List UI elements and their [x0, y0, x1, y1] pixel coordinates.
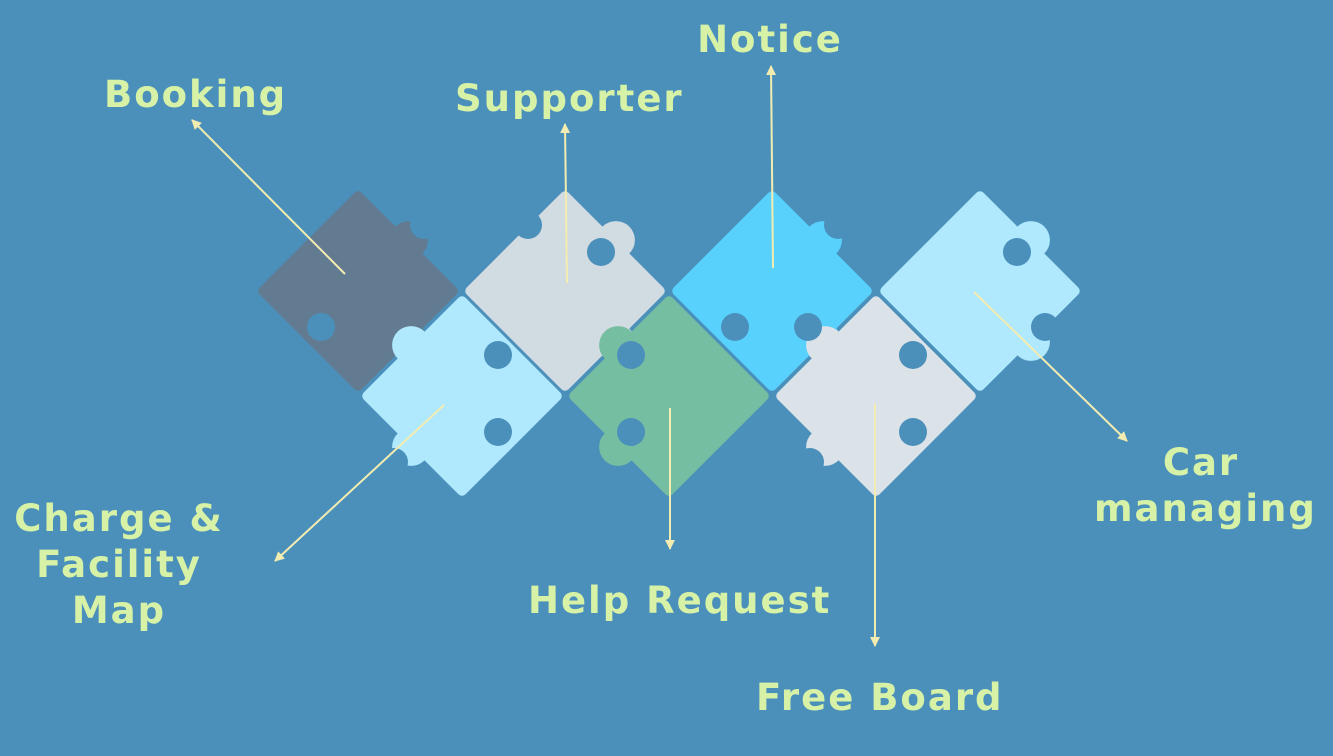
- supporter-arrow: [560, 123, 571, 284]
- notice-label: Notice: [697, 18, 843, 61]
- arrows: [191, 65, 1128, 647]
- piece-sockets: [278, 211, 1059, 476]
- charge-facility-label: Charge & Facility Map: [14, 496, 224, 634]
- supporter-label: Supporter: [455, 77, 684, 120]
- charge-facility-line-2: Facility: [36, 543, 202, 586]
- car-managing-line-2: managing: [1094, 487, 1317, 530]
- free-board-label: Free Board: [756, 676, 1004, 719]
- car-managing-line-1: Car: [1162, 441, 1240, 484]
- charge-facility-arrow: [274, 404, 445, 562]
- booking-label: Booking: [104, 73, 288, 116]
- charge-facility-line-1: Charge &: [14, 497, 224, 540]
- car-managing-arrow: [973, 291, 1128, 442]
- help-request-piece: [569, 296, 769, 496]
- booking-arrow: [191, 119, 346, 275]
- car-managing-label: Car managing: [1094, 440, 1317, 532]
- notice-arrow: [766, 65, 777, 269]
- charge-facility-line-3: Map: [71, 589, 167, 632]
- help-request-label: Help Request: [528, 579, 832, 622]
- charge-facility-piece: [362, 296, 562, 496]
- free-board-piece: [776, 296, 976, 496]
